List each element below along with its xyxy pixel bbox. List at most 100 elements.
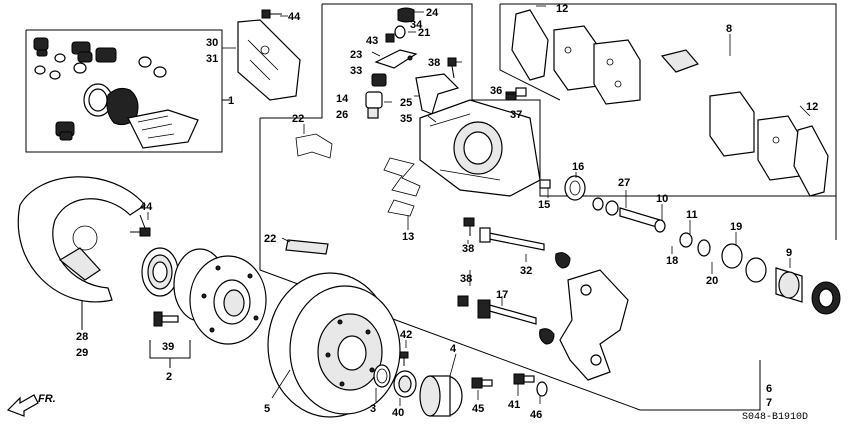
callout-44-lower: 44 [140,201,153,213]
group-box-kit-1 [25,29,230,153]
callout-22-bottom: 22 [264,233,276,245]
callout-22-top: 22 [292,113,304,125]
sleeve-14-26 [365,73,387,119]
pin-bolt-38-mid [463,217,475,236]
callout-1: 1 [228,95,234,107]
pad-wear-indicator [660,49,700,73]
pad-shim-12-top [511,9,549,81]
callout-7: 7 [766,397,772,409]
oil-seal [141,247,179,297]
callout-16: 16 [572,161,584,173]
callout-13: 13 [402,231,414,243]
pin-42 [399,351,409,366]
callout-20: 20 [706,275,718,287]
callout-12-right: 12 [806,101,818,113]
seal-kit-parts [33,37,199,149]
pin-38-top [447,57,457,79]
pin-bolt-38-low [457,295,469,307]
hub-unit [173,248,267,345]
brake-pad-right-a [709,91,755,157]
brake-pad-right-b [757,115,801,181]
caliper-bracket [559,269,629,381]
callout-4: 4 [450,343,457,355]
spring-24-34 [397,7,415,23]
pad-shim-12-right [793,125,829,197]
callout-8: 8 [726,23,732,35]
caliper-body [419,99,541,197]
bleeder-43-21 [385,25,406,43]
callout-14: 14 [336,93,349,105]
callout-43: 43 [366,35,378,47]
callout-17: 17 [496,289,508,301]
callout-10: 10 [656,193,668,205]
callout-25: 25 [400,97,412,109]
bracket-25 [415,73,460,115]
callout-6: 6 [766,383,772,395]
leader-lines [147,5,811,406]
hub-cap-4 [419,375,463,417]
diagram-code: S048-B1910D [742,412,808,423]
hub-bolt-39 [153,311,179,327]
callout-44-top: 44 [288,11,301,23]
callout-37: 37 [510,109,522,121]
callout-35: 35 [400,113,412,125]
group-box-2 [149,340,191,368]
bolt-41 [513,373,535,385]
callout-39: 39 [162,341,174,353]
bolt-44-top [261,9,282,19]
nut-40 [393,370,417,398]
callout-46: 46 [530,409,542,421]
piston-assembly [539,175,841,315]
callout-33: 33 [350,65,362,77]
ring-3 [373,364,391,388]
callout-9: 9 [786,247,792,259]
brake-disc [267,272,401,418]
group-box-pads-8 [499,3,837,196]
bolt-44-lower [130,214,151,237]
callout-21: 21 [418,27,430,39]
bolt-45 [471,377,493,389]
callout-27: 27 [618,177,630,189]
slide-pin-17 [477,299,555,345]
brake-pad-top-a [553,25,599,91]
brake-pad-top-b [593,39,641,105]
anti-rattle-spring-22-top [295,133,333,159]
callout-24: 24 [426,7,439,19]
callout-numbers: 44 30 31 1 24 43 21 34 23 33 38 14 26 25… [76,3,818,421]
front-direction-arrow: FR. [6,393,56,417]
washer-46 [536,381,548,397]
callout-15: 15 [538,199,550,211]
callout-42: 42 [400,329,412,341]
callout-45: 45 [472,403,484,415]
callout-11: 11 [686,209,698,221]
lever-23-33 [374,49,418,69]
front-direction-label: FR. [38,393,56,405]
callout-32: 32 [520,265,532,277]
callout-29: 29 [76,347,88,359]
anti-rattle-spring-22-bottom [285,239,329,255]
callout-23: 23 [350,49,362,61]
callout-19: 19 [730,221,742,233]
callout-38-mid: 38 [462,243,474,255]
slide-pin-32 [479,227,571,269]
callout-38-low: 38 [460,273,472,285]
callout-5: 5 [264,403,270,415]
callout-36: 36 [490,85,502,97]
dust-shield [17,176,146,303]
callout-34: 34 [410,19,423,31]
callout-3: 3 [370,403,376,415]
callout-31: 31 [206,53,218,65]
callout-2: 2 [166,371,172,383]
callout-30: 30 [206,37,218,49]
callout-40: 40 [392,407,404,419]
callout-38-top: 38 [428,57,440,69]
shield-30-31 [237,19,301,101]
callout-26: 26 [336,109,348,121]
callout-41: 41 [508,399,520,411]
clip-13 [383,157,421,217]
callout-12-top: 12 [556,3,568,15]
bleeder-36-37 [505,87,527,101]
callout-18: 18 [666,255,678,267]
callout-28: 28 [76,331,88,343]
